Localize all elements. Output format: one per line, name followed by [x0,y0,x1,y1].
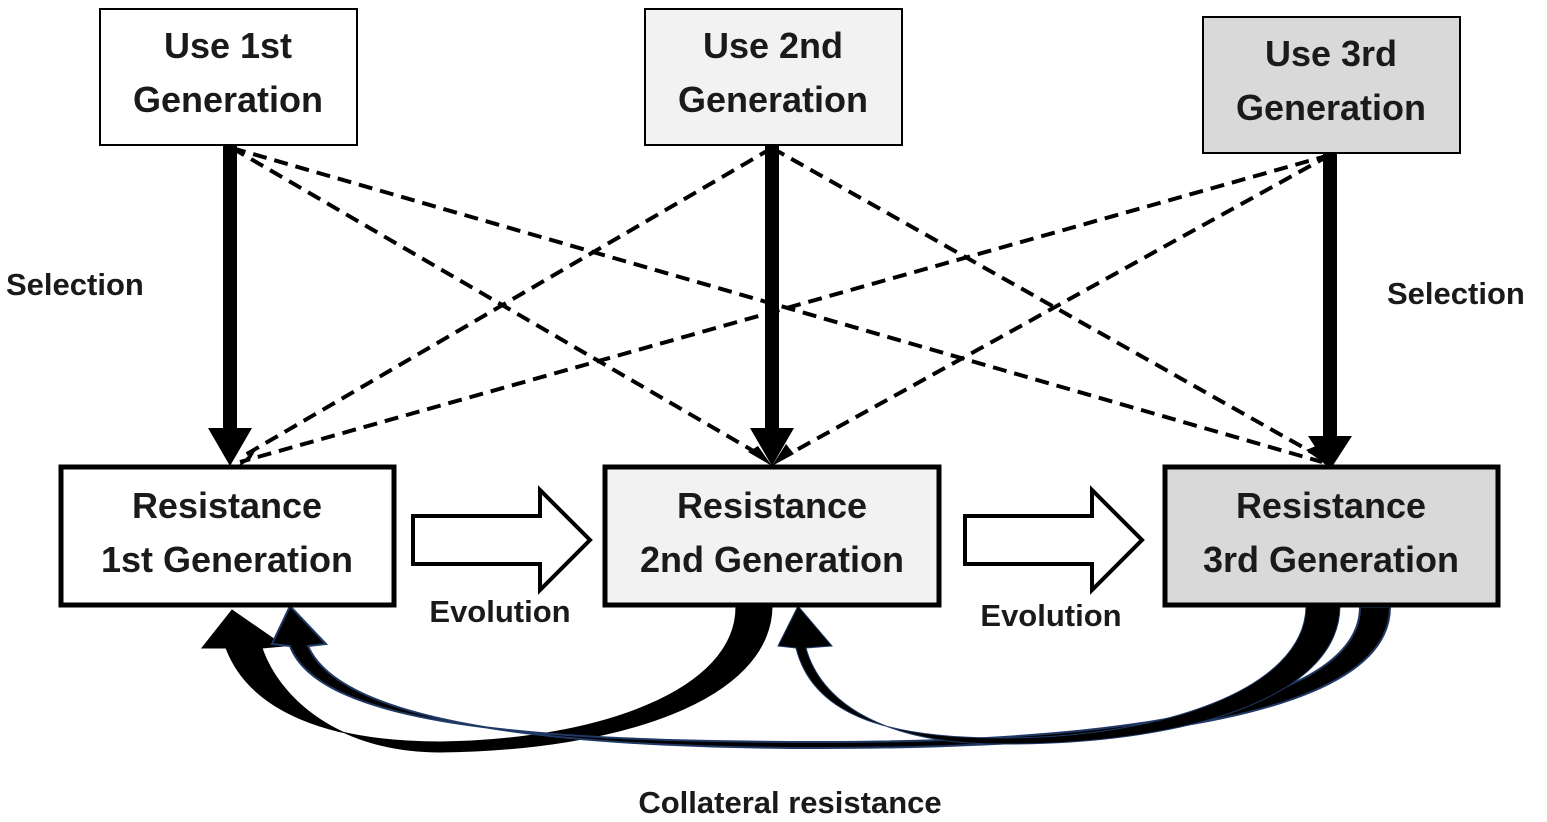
evolution-arrows [411,485,1145,595]
use-2nd-generation-box: Use 2nd Generation [644,8,903,146]
collateral-resistance-label: Collateral resistance [638,785,941,820]
use-1st-box-frame [99,8,358,146]
resistance-2nd-line1: Resistance [677,485,867,526]
selection-arrow-1-head [208,428,252,466]
resistance-2nd-generation-box: Resistance 2nd Generation [602,464,942,608]
collateral-arrow-res2-to-res1 [200,606,773,753]
resistance-3rd-line1: Resistance [1236,485,1426,526]
selection-label-right: Selection [1387,276,1525,311]
selection-arrows [208,146,1352,470]
dashed-arrowhead-res2-a [748,446,772,466]
cross-selection-arrowheads [236,444,1330,468]
use-1st-line1: Use 1st [164,25,292,66]
resistance-2nd-box-frame [602,464,942,608]
dashed-arrow-use2-to-res1 [238,146,774,460]
evolution-arrow-1 [411,485,593,595]
collateral-arrows [200,604,1392,753]
dashed-arrowhead-res3-a [1306,446,1330,468]
use-1st-generation-box: Use 1st Generation [99,8,358,146]
dashed-arrow-use3-to-res1 [239,153,1331,464]
selection-arrow-2-shaft [765,146,779,430]
dashed-arrow-use3-to-res2 [781,153,1331,460]
selection-arrow-3-head [1308,436,1352,470]
dashed-arrowhead-res1-a [236,446,258,468]
evolution-arrow-2 [963,485,1145,595]
evolution-label-2: Evolution [980,598,1121,633]
resistance-1st-line1: Resistance [132,485,322,526]
dashed-arrow-use1-to-res2 [230,146,764,458]
use-1st-line2: Generation [133,79,323,120]
use-2nd-line1: Use 2nd [703,25,843,66]
selection-arrow-3-shaft [1323,154,1337,438]
use-2nd-line2: Generation [678,79,868,120]
use-3rd-line1: Use 3rd [1265,33,1397,74]
use-3rd-line2: Generation [1236,87,1426,128]
use-3rd-box-frame [1202,16,1461,154]
resistance-1st-line2: 1st Generation [101,539,353,580]
selection-label-left: Selection [6,267,144,302]
cross-selection-arrows [230,146,1331,464]
selection-arrow-2-head [750,428,794,466]
resistance-1st-generation-box: Resistance 1st Generation [58,464,397,608]
resistance-3rd-line2: 3rd Generation [1203,539,1459,580]
resistance-3rd-box-frame [1162,464,1501,608]
dashed-arrowhead-res2-b [772,444,794,466]
selection-arrow-1-shaft [223,146,237,430]
use-2nd-box-frame [644,8,903,146]
resistance-1st-box-frame [58,464,397,608]
dashed-arrow-use2-to-res3 [771,146,1323,460]
use-3rd-generation-box: Use 3rd Generation [1202,16,1461,154]
evolution-label-1: Evolution [429,594,570,629]
resistance-3rd-generation-box: Resistance 3rd Generation [1162,464,1501,608]
dashed-arrow-use1-to-res3 [231,146,1323,464]
resistance-2nd-line2: 2nd Generation [640,539,904,580]
collateral-arrow-res3-to-res2 [777,605,1341,745]
